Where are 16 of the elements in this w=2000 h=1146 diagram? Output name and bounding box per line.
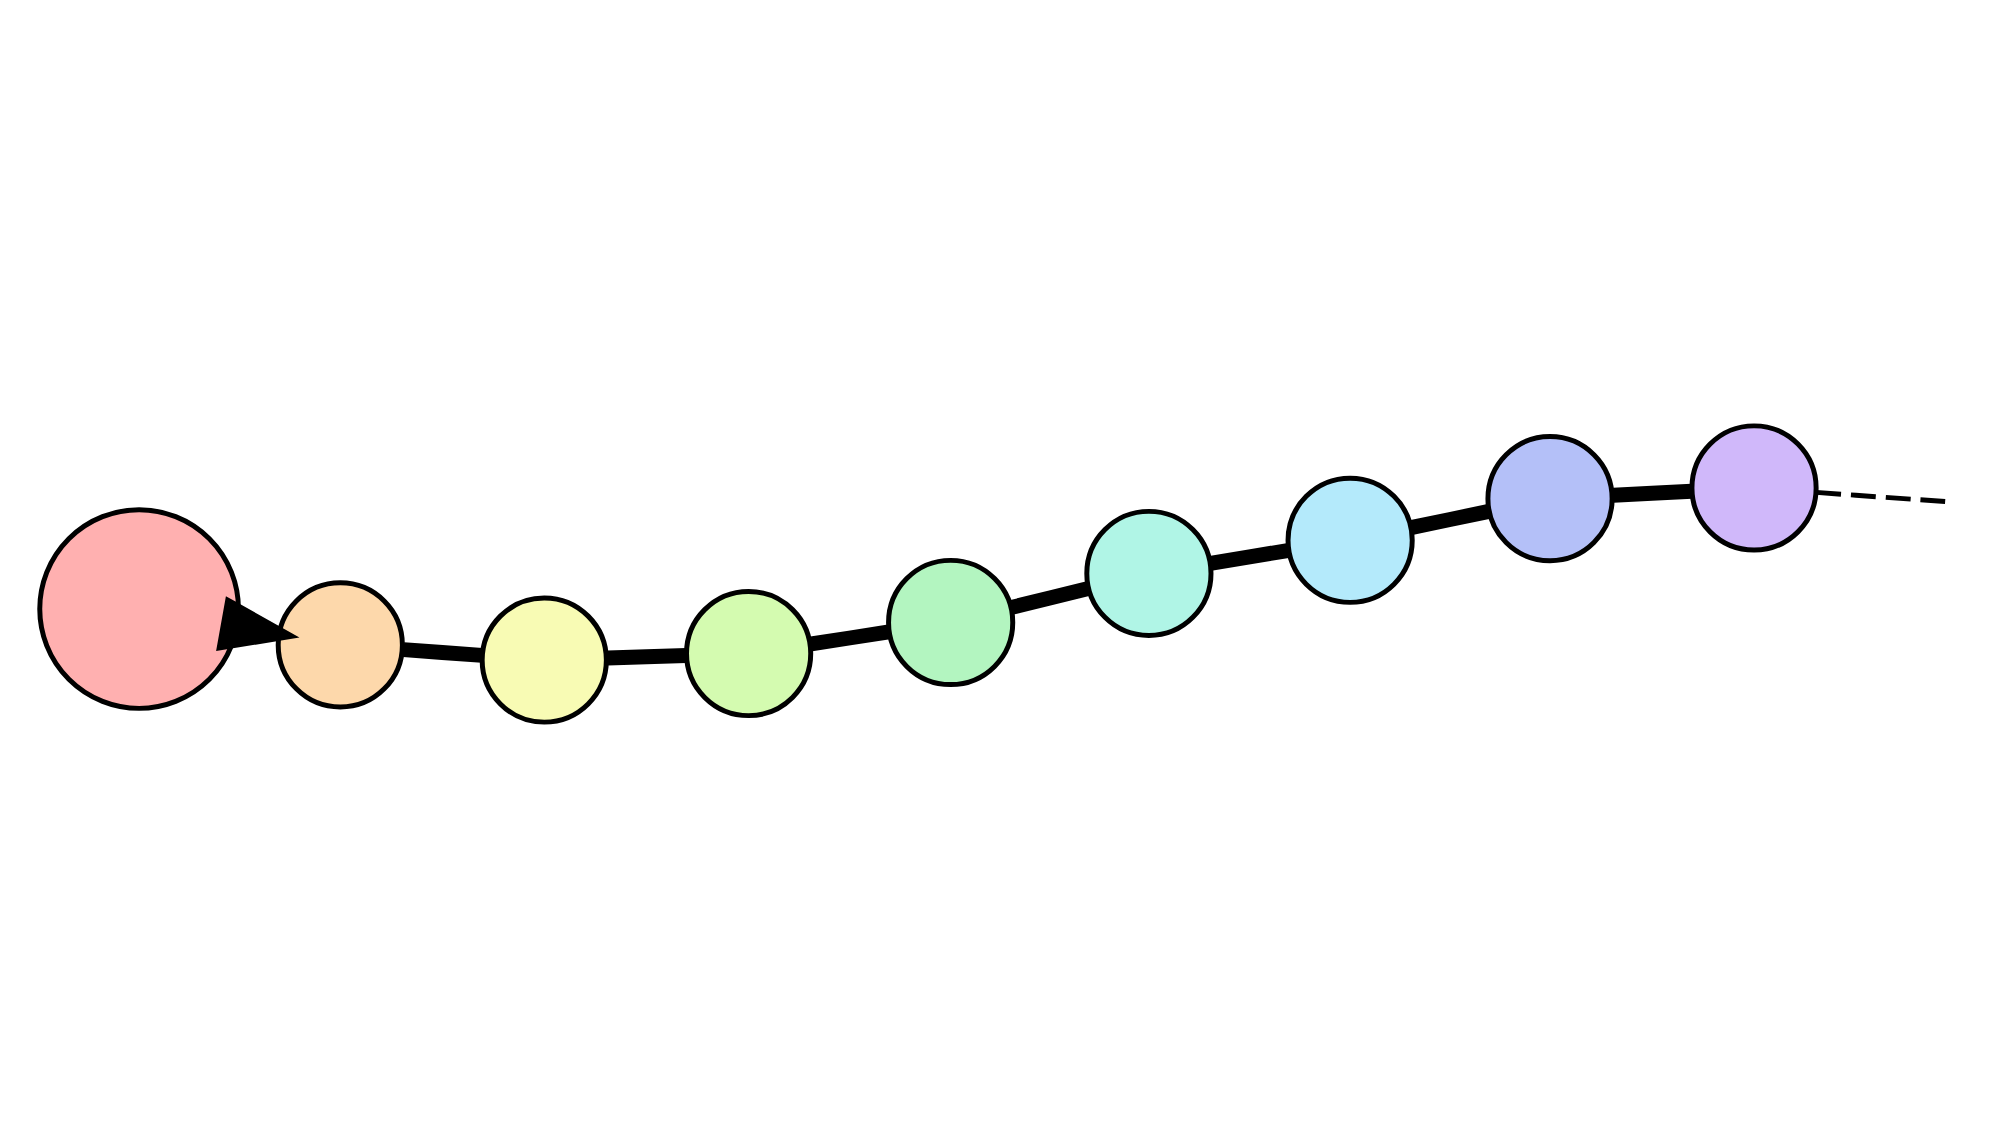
connector [810,623,891,651]
connector [1009,580,1090,614]
node-circle [1084,507,1214,638]
connector [403,641,483,662]
node-circle [1285,474,1415,604]
connector [1410,503,1491,534]
connector [1209,542,1289,570]
node-circle [1689,422,1819,552]
connector [607,647,687,665]
node-circle [886,556,1016,687]
node-circle [275,579,405,709]
node-circle [1485,433,1615,563]
connector [1612,482,1693,502]
arrow [216,595,300,651]
node-circle [479,594,609,724]
node-circle [684,587,814,718]
